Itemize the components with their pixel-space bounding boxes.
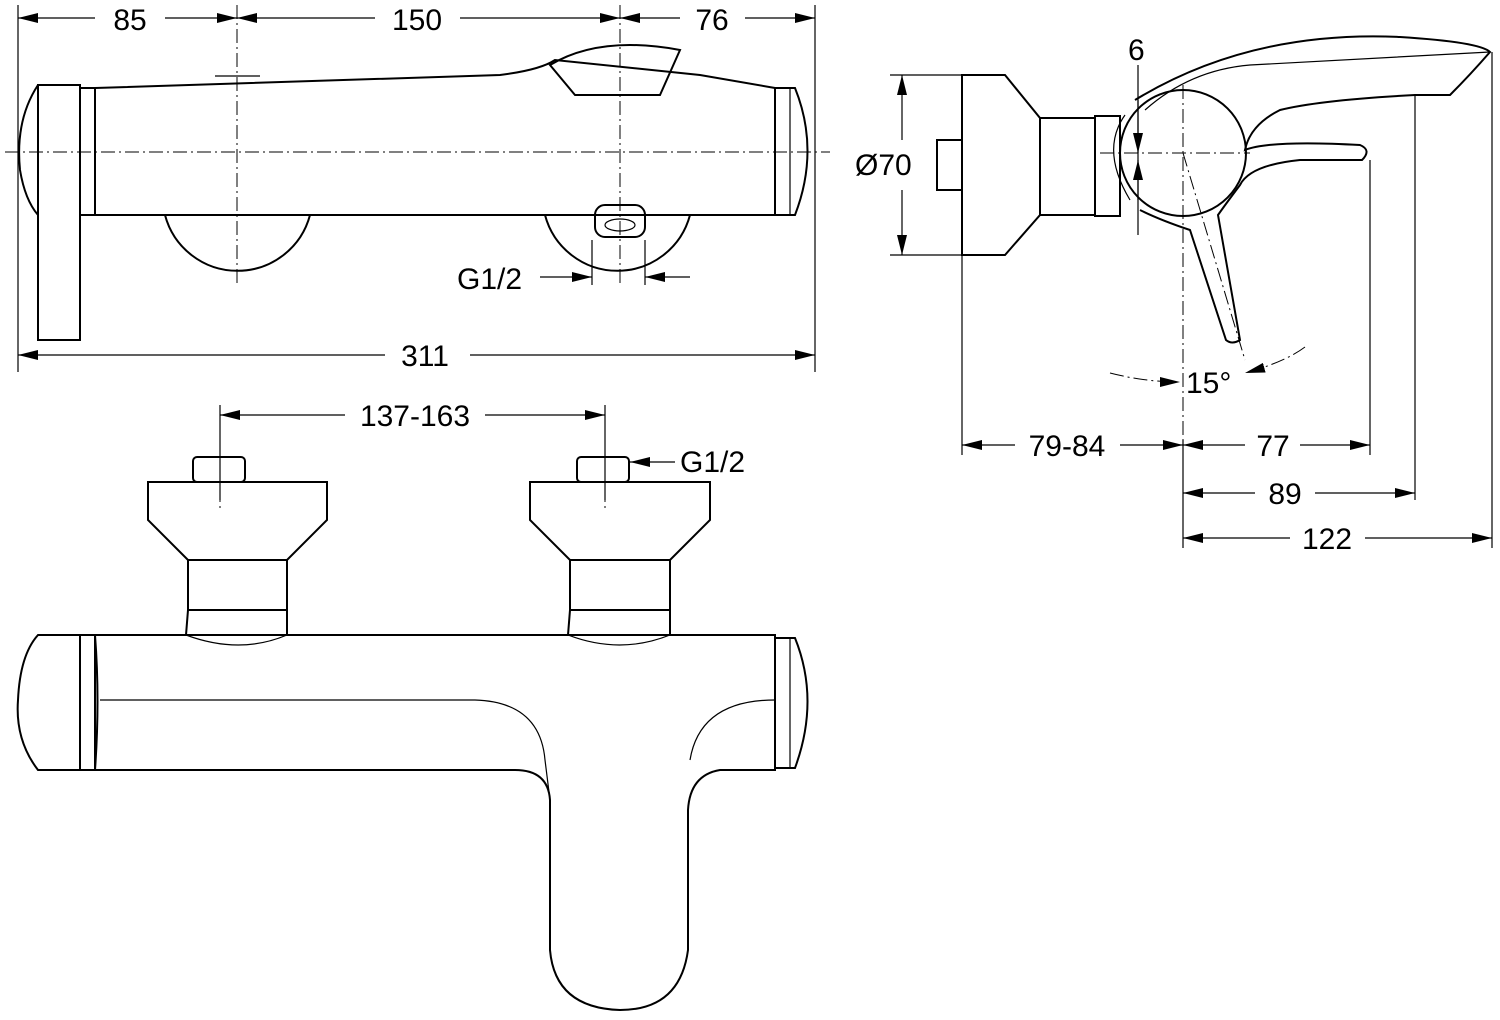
right-connector bbox=[529, 456, 711, 636]
dim-150-label: 150 bbox=[392, 4, 442, 37]
offset-6-label: 6 bbox=[1128, 34, 1145, 67]
g12-outlet-label: G1/2 bbox=[457, 263, 522, 296]
dim-85-label: 85 bbox=[113, 4, 146, 37]
dim-79-84-label: 79-84 bbox=[1029, 430, 1106, 463]
dimension-137-163: 137-163 bbox=[220, 398, 605, 433]
dimension-76: 76 bbox=[620, 2, 815, 37]
spacing-137-163-label: 137-163 bbox=[360, 400, 470, 433]
outlet-thread-dimension: G1/2 bbox=[457, 240, 690, 296]
dimension-6: 6 bbox=[1128, 34, 1145, 200]
front-view: 137-163 G1/2 bbox=[16, 398, 809, 1012]
diameter-70-label: Ø70 bbox=[855, 149, 912, 182]
dimension-150: 150 bbox=[237, 2, 620, 37]
side-view: Ø70 6 15° bbox=[855, 34, 1493, 556]
dimension-89: 89 bbox=[1183, 476, 1415, 511]
dimension-79-84: 79-84 bbox=[962, 428, 1183, 463]
dim-77-label: 77 bbox=[1256, 430, 1289, 463]
g12-connector-label: G1/2 bbox=[680, 446, 745, 479]
dimension-15-degrees: 15° bbox=[1109, 346, 1306, 400]
dim-311-label: 311 bbox=[401, 340, 449, 373]
top-view: 85 150 76 311 G1/2 bbox=[5, 2, 830, 373]
dimension-diameter-70: Ø70 bbox=[855, 75, 912, 255]
dim-76-label: 76 bbox=[695, 4, 728, 37]
dimension-77: 77 bbox=[1183, 428, 1370, 463]
connector-thread-dimension: G1/2 bbox=[630, 446, 745, 479]
dim-89-label: 89 bbox=[1268, 478, 1301, 511]
left-connector bbox=[147, 456, 328, 636]
angle-15-label: 15° bbox=[1186, 367, 1231, 400]
dimension-85: 85 bbox=[18, 2, 237, 37]
dim-122-label: 122 bbox=[1302, 523, 1352, 556]
dimension-122: 122 bbox=[1183, 521, 1492, 556]
dimension-311: 311 bbox=[18, 338, 815, 373]
